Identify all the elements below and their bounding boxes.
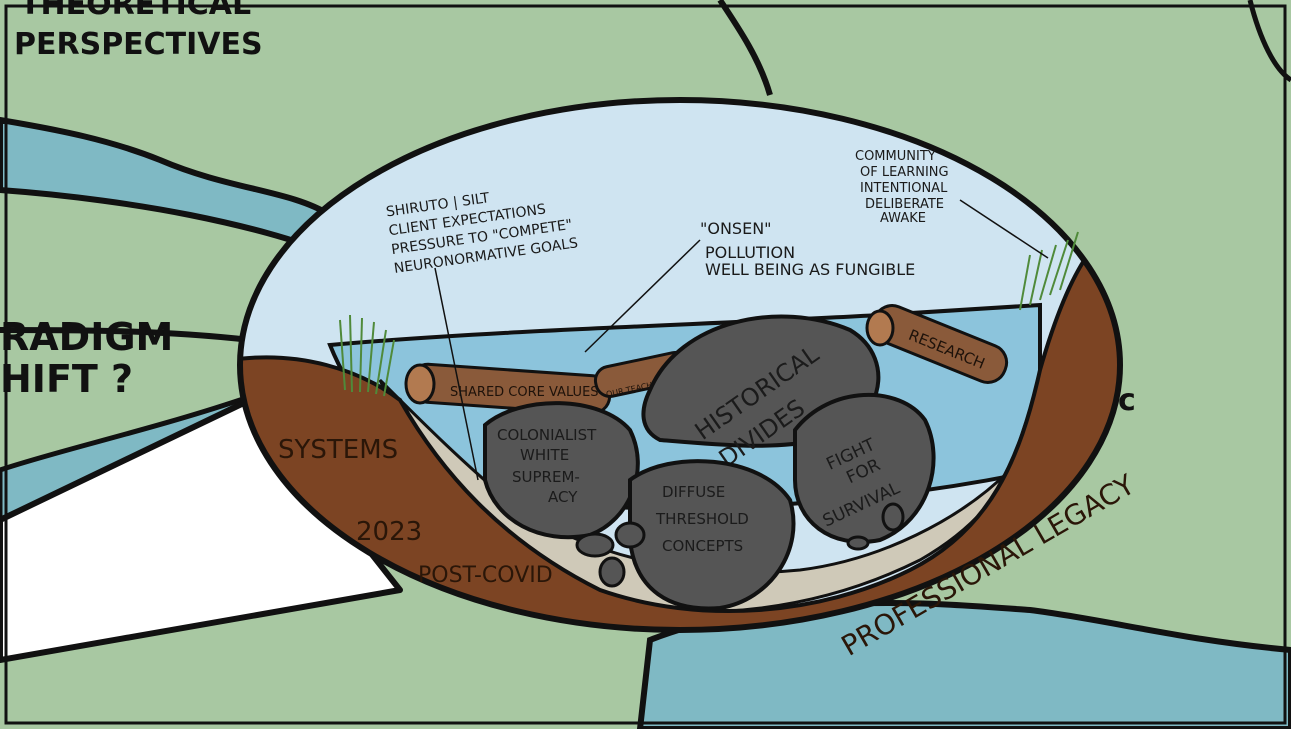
map-label-perspectives: PERSPECTIVES (14, 27, 263, 62)
rock-label-colonialist-3: SUPREM- (512, 468, 580, 486)
annotation-community-line5: AWAKE (880, 211, 926, 226)
annotation-community-line4: DELIBERATE (865, 197, 944, 212)
log-label-shared-core-values: SHARED CORE VALUES (450, 385, 599, 400)
map-stray-mark-c: c (1118, 383, 1136, 418)
arrow-onsen (584, 239, 701, 353)
rock-label-colonialist-1: COLONIALIST (497, 426, 597, 444)
soil-label-year: 2023 (356, 517, 422, 547)
map-label-shift: HIFT ? (0, 357, 133, 401)
annotation-onsen-line3: WELL BEING AS FUNGIBLE (705, 260, 915, 279)
annotation-community-line3: INTENTIONAL (860, 181, 948, 196)
annotation-onsen-line1: "ONSEN" (700, 219, 772, 238)
arrow-community (959, 199, 1049, 259)
soil-label-systems: SYSTEMS (278, 435, 398, 465)
grass-left (339, 314, 395, 397)
rock-label-diffuse-3: CONCEPTS (662, 537, 743, 555)
map-border-top (717, 0, 773, 96)
rock-colonialist: COLONIALIST WHITE SUPREM- ACY (483, 401, 640, 540)
pebbles (575, 502, 905, 588)
map-label-paradigm: RADIGM (0, 315, 173, 359)
annotation-community-line1: COMMUNITY (855, 149, 936, 164)
cross-section-outline (237, 97, 1123, 633)
frame-border (4, 4, 1287, 725)
annotation-onsen-line2: POLLUTION (705, 243, 795, 262)
rock-diffuse: DIFFUSE THRESHOLD CONCEPTS (628, 459, 796, 611)
map-border-left-top (0, 327, 251, 343)
soil-label-post-covid: POST-COVID (418, 563, 553, 588)
arrow-silt (434, 267, 479, 481)
rock-label-diffuse-1: DIFFUSE (662, 483, 725, 501)
annotation-community-line2: OF LEARNING (860, 165, 949, 180)
soil (240, 238, 1120, 630)
grass-right (1019, 231, 1079, 311)
rock-label-colonialist-2: WHITE (520, 446, 569, 464)
annotation-silt: SHIRUTO | SILT CLIENT EXPECTATIONS PRESS… (385, 190, 579, 277)
rock-label-diffuse-2: THRESHOLD (655, 510, 749, 528)
rock-label-colonialist-4: ACY (548, 488, 578, 506)
map-label-theoretical: THEORETICAL (20, 0, 251, 22)
